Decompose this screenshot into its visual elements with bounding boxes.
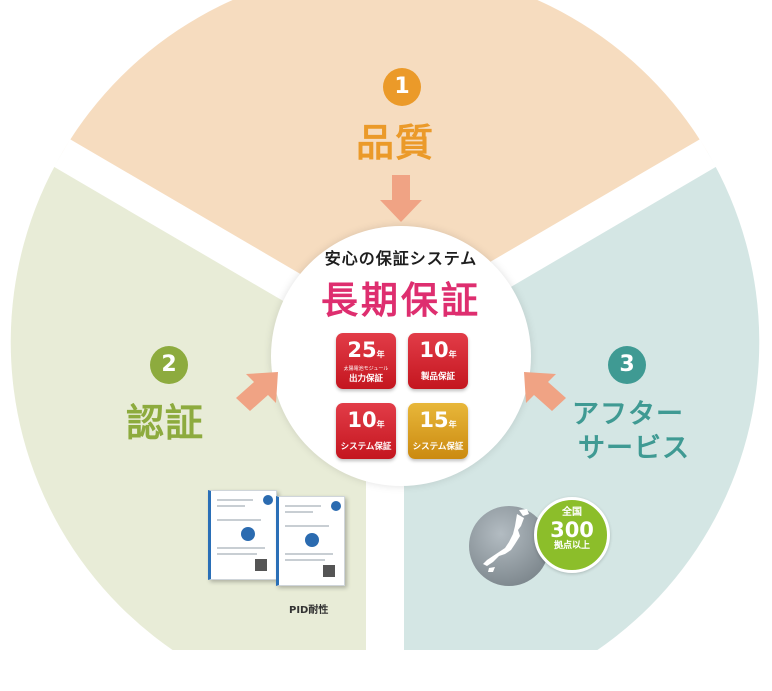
badge-unit: 年 [376, 350, 385, 359]
warranty-badge-10-system: 10年 システム保証 [336, 403, 396, 459]
badge-years: 25 [347, 338, 377, 362]
aftercare-number-badge: 3 [608, 346, 646, 384]
badge-label: システム保証 [412, 442, 464, 452]
center-title: 長期保証 [321, 279, 481, 322]
quality-number-badge: 1 [383, 68, 421, 106]
badge-unit: 年 [448, 420, 457, 429]
badge-label: 出力保証 [348, 374, 383, 384]
warranty-badge-25: 25年 太陽電池モジュール 出力保証 [336, 333, 396, 389]
badge-unit: 年 [448, 350, 457, 359]
arrow-right-icon [236, 372, 278, 411]
badge-label: 製品保証 [420, 372, 455, 382]
arrow-left-icon [524, 372, 566, 411]
aftercare-title-line1: アフター [572, 399, 684, 430]
quality-title: 品質 [356, 121, 435, 165]
service-badge-line2: 拠点以上 [553, 541, 590, 551]
badge-years: 10 [347, 408, 377, 432]
aftercare-title-line2: サービス [578, 433, 690, 464]
arrow-down-icon [380, 175, 422, 222]
certification-title: 認証 [126, 401, 205, 445]
warranty-badge-10-product: 10年 製品保証 [408, 333, 468, 389]
certification-number-badge: 2 [150, 346, 188, 384]
service-badge-count: 300 [550, 518, 594, 542]
certificate-document-front [276, 496, 345, 586]
badge-small-label: 太陽電池モジュール [343, 366, 389, 372]
service-badge-line1: 全国 [562, 507, 582, 518]
pid-caption: PID耐性 [289, 605, 329, 616]
certificate-document-back [208, 490, 277, 580]
center-subtitle: 安心の保証システム [324, 249, 478, 268]
badge-years: 10 [419, 338, 449, 362]
badge-label: システム保証 [340, 442, 392, 452]
badge-years: 15 [419, 408, 449, 432]
service-locations-badge: 全国 300 拠点以上 [534, 497, 610, 573]
badge-unit: 年 [376, 420, 385, 429]
segment-quality [62, 0, 708, 342]
warranty-badge-15-system: 15年 システム保証 [408, 403, 468, 459]
